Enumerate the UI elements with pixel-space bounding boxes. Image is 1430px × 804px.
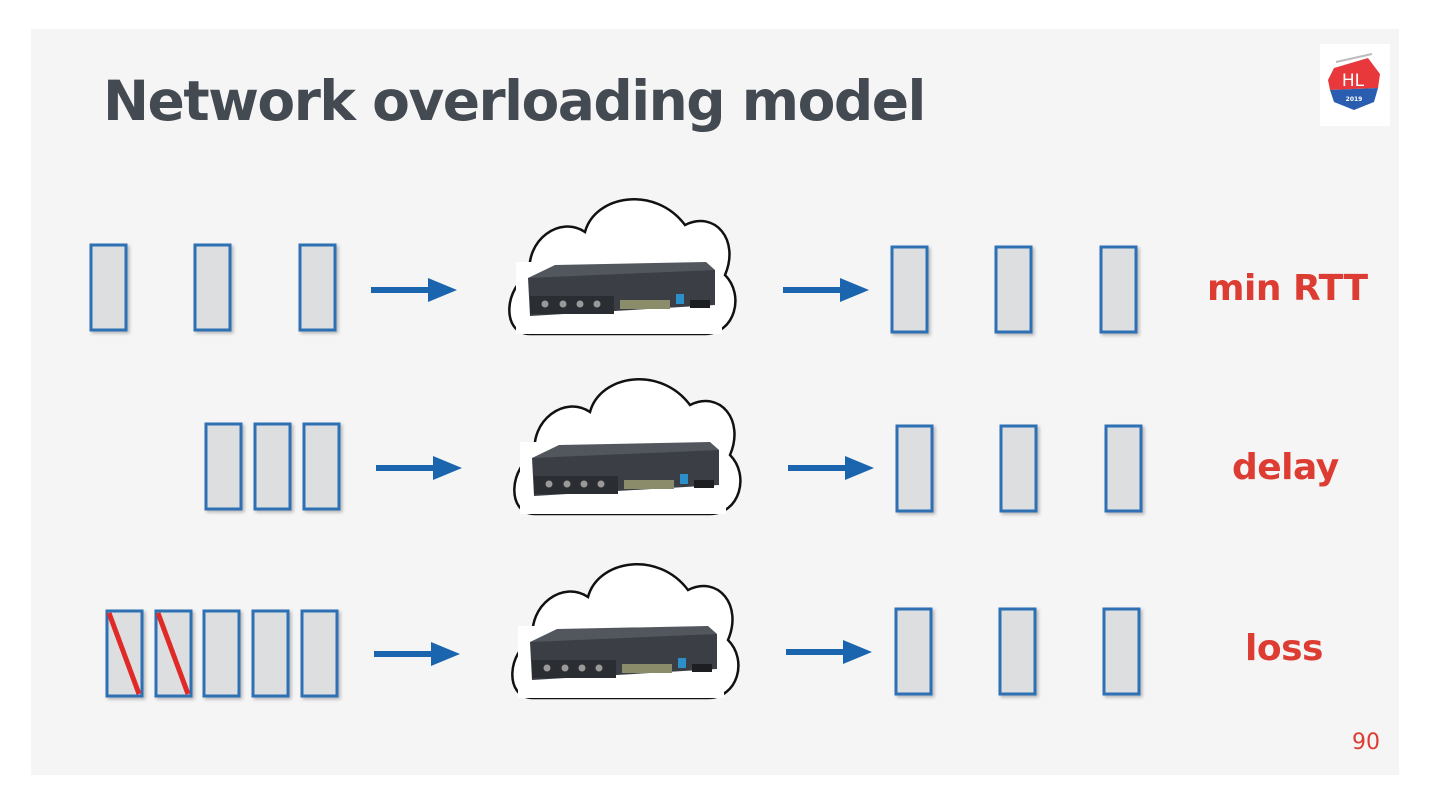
packet — [302, 422, 341, 511]
packet — [999, 424, 1038, 513]
arrow-right-icon — [374, 642, 460, 666]
arrow-right-icon — [371, 278, 457, 302]
arrow-right-icon — [786, 640, 872, 664]
row-min-rtt — [89, 198, 1138, 336]
label-loss: loss — [1245, 628, 1323, 669]
packet — [300, 609, 339, 698]
label-delay: delay — [1232, 447, 1339, 488]
packet — [895, 424, 934, 513]
input-packets — [105, 609, 339, 698]
router-in-cloud-icon — [508, 198, 737, 336]
arrow-right-icon — [783, 278, 869, 302]
packet — [204, 422, 243, 511]
output-packets — [894, 607, 1141, 696]
packet — [1104, 424, 1143, 513]
packet — [1102, 607, 1141, 696]
hl-logo-icon: HL 2019 — [1328, 53, 1380, 110]
label-min-rtt: min RTT — [1207, 268, 1368, 309]
router-in-cloud-icon — [511, 563, 740, 700]
logo-year: 2019 — [1346, 96, 1363, 103]
row-loss — [105, 563, 1141, 700]
output-packets — [890, 245, 1138, 334]
packet — [998, 607, 1037, 696]
packet — [89, 243, 128, 332]
arrow-right-icon — [376, 456, 462, 480]
arrow-right-icon — [788, 456, 874, 480]
input-packets — [204, 422, 341, 511]
input-packets — [89, 243, 337, 332]
packet — [890, 245, 929, 334]
row-delay — [204, 378, 1143, 516]
packet — [894, 607, 933, 696]
packet — [1099, 245, 1138, 334]
conference-logo: HL 2019 — [1320, 44, 1390, 126]
drop-mark — [155, 612, 191, 695]
drop-mark — [106, 612, 142, 695]
output-packets — [895, 424, 1143, 513]
packet — [193, 243, 232, 332]
page-number: 90 — [1352, 730, 1380, 755]
packet — [251, 609, 290, 698]
packet — [253, 422, 292, 511]
packet — [298, 243, 337, 332]
router-in-cloud-icon — [513, 378, 742, 516]
packet — [202, 609, 241, 698]
packet — [994, 245, 1033, 334]
logo-text: HL — [1342, 71, 1365, 91]
slide-title: Network overloading model — [103, 69, 926, 133]
